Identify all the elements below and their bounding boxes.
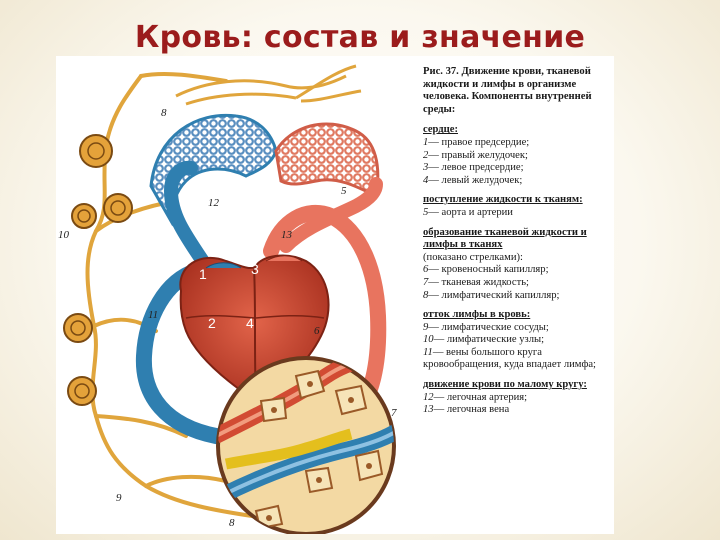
lymphatic-capillary-top — [175, 64, 362, 106]
legend-section-lymph-outflow: отток лимфы в кровь: 9— лимфатические со… — [423, 309, 613, 372]
figure-panel: 1 2 3 4 5 6 7 8 8 9 10 11 12 13 Рис. 37.… — [56, 56, 614, 534]
legend-heading: отток лимфы в кровь: — [423, 309, 531, 321]
label-3: 3 — [251, 261, 259, 277]
label-8-bottom: 8 — [229, 517, 235, 529]
legend-item: 12— легочная артерия; — [423, 391, 528, 403]
legend-item: 4— левый желудочек; — [423, 174, 523, 186]
figure-legend: Рис. 37. Движение крови, тканевой жидкос… — [423, 66, 613, 424]
legend-item: 2— правый желудочек; — [423, 149, 528, 161]
pulmonary-artery — [163, 160, 213, 273]
figure-caption: Рис. 37. Движение крови, тканевой жидкос… — [423, 66, 592, 115]
legend-section-heart: сердце: 1— правое предсердие; 2— правый … — [423, 124, 613, 187]
label-9: 9 — [116, 492, 122, 504]
pulmonary-capillaries — [149, 113, 380, 227]
label-12: 12 — [208, 197, 220, 209]
legend-item: 6— кровеносный капилляр; — [423, 264, 549, 276]
label-5: 5 — [341, 185, 347, 197]
legend-heading: поступление жидкости к тканям: — [423, 194, 583, 206]
legend-item: 1— правое предсердие; — [423, 136, 530, 148]
legend-item: 7— тканевая жидкость; — [423, 276, 529, 288]
tissue-magnified — [216, 356, 396, 534]
aorta — [263, 204, 387, 424]
label-6: 6 — [314, 325, 320, 337]
legend-item: 11— вены большого круга кровообращения, … — [423, 346, 597, 371]
label-8-top: 8 — [161, 107, 167, 119]
legend-item: 10— лимфатические узлы; — [423, 334, 545, 346]
pulmonary-vein — [279, 177, 383, 253]
label-11: 11 — [148, 309, 158, 321]
legend-section-pulmonary: движение крови по малому кругу: 12— лего… — [423, 379, 613, 417]
label-2: 2 — [208, 315, 216, 331]
circulation-diagram: 1 2 3 4 5 6 7 8 8 9 10 11 12 13 — [58, 64, 397, 534]
legend-note: (показано стрелками): — [423, 251, 523, 263]
legend-item: 13— легочная вена — [423, 404, 510, 416]
legend-heading: образование тканевой жидкости и лимфы в … — [423, 226, 587, 251]
slide-title: Кровь: состав и значение — [134, 20, 586, 55]
legend-item: 8— лимфатический капилляр; — [423, 289, 560, 301]
label-7: 7 — [391, 407, 397, 419]
label-10: 10 — [58, 229, 70, 241]
label-1: 1 — [199, 266, 207, 282]
legend-item: 5— аорта и артерии — [423, 206, 513, 218]
legend-heading: движение крови по малому кругу: — [423, 379, 587, 391]
legend-section-tissue-fluid: образование тканевой жидкости и лимфы в … — [423, 227, 613, 303]
label-13: 13 — [281, 229, 293, 241]
lymph-nodes — [63, 134, 133, 406]
legend-heading: сердце: — [423, 124, 458, 136]
legend-item: 3— левое предсердие; — [423, 162, 524, 174]
legend-section-fluid-supply: поступление жидкости к тканям: 5— аорта … — [423, 194, 613, 219]
label-4: 4 — [246, 315, 254, 331]
legend-item: 9— лимфатические сосуды; — [423, 321, 549, 333]
